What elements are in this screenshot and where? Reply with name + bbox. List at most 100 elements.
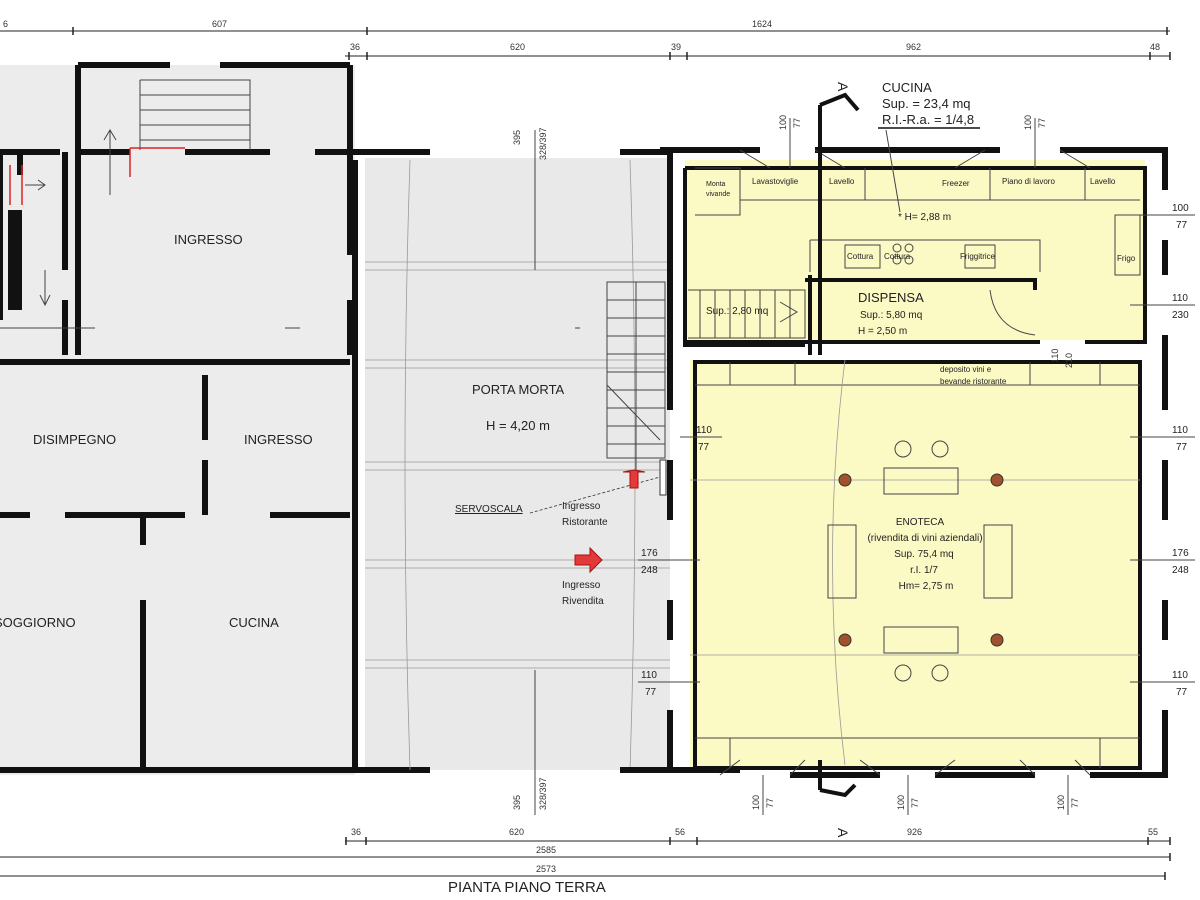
dim-label: 1624 <box>752 19 772 29</box>
chairs <box>894 440 949 682</box>
dim-label: 55 <box>1148 827 1158 837</box>
dim-label: 39 <box>671 42 681 52</box>
top-dimensions: 6 607 1624 36 620 39 962 48 <box>0 19 1171 60</box>
servoscala-label: SERVOSCALA <box>455 504 523 515</box>
kitchen-area: Sup. = 23,4 mq <box>882 96 971 111</box>
section-marker-bottom: A <box>818 760 857 838</box>
porta-morta-fill <box>365 158 670 770</box>
section-label: A <box>835 82 851 92</box>
opening-dim: 110 <box>1172 293 1188 304</box>
opening-dim: 77 <box>1070 798 1080 808</box>
opening-dim: 230 <box>1172 310 1189 321</box>
columns <box>838 473 1004 647</box>
opening-dim: 77 <box>698 442 710 453</box>
room-label-ingresso: INGRESSO <box>244 432 313 447</box>
table <box>883 467 959 495</box>
opening-dim: 176 <box>641 548 658 559</box>
opening-dim: 248 <box>641 565 658 576</box>
opening-dim: 395 <box>512 795 522 810</box>
arrow-up-icon <box>622 469 646 489</box>
opening-dim: 77 <box>1176 442 1188 453</box>
bottom-dimensions: 36 620 56 926 55 2585 2573 PIANTA PIANO … <box>0 827 1171 896</box>
opening-dimensions: 100 77 100 77 100 77 100 77 100 77 100 7… <box>638 115 1195 815</box>
opening-dim: 100 <box>896 795 906 810</box>
opening-dim: 77 <box>1037 118 1047 128</box>
room-label-ingresso: INGRESSO <box>174 232 243 247</box>
stair-area: Sup.: 2,80 mq <box>706 306 768 317</box>
dim-label: 6 <box>3 19 8 29</box>
enoteca-area: Sup. 75,4 mq <box>894 549 953 560</box>
fixture-label: vivande <box>706 191 730 198</box>
fixture-label: Frigo <box>1117 254 1136 263</box>
opening-dim: 77 <box>910 798 920 808</box>
table <box>883 626 959 654</box>
dim-label: 36 <box>351 827 361 837</box>
left-building-fill <box>0 65 355 775</box>
display-shelf <box>827 524 857 599</box>
opening-dim: 100 <box>751 795 761 810</box>
storage-label: bevande ristorante <box>940 377 1007 386</box>
fixture-label: Lavastoviglie <box>752 177 799 186</box>
kitchen-fill <box>685 160 1145 340</box>
opening-dim: 100 <box>1056 795 1066 810</box>
dim-label: 962 <box>906 42 921 52</box>
opening-dim: 110 <box>641 670 657 681</box>
dim-label: 56 <box>675 827 685 837</box>
pantry-area: Sup.: 5,80 mq <box>860 310 922 321</box>
storage-label: deposito vini e <box>940 365 992 374</box>
opening-dim: 100 <box>1023 115 1033 130</box>
section-label: A <box>835 828 851 838</box>
room-label-cucina: CUCINA <box>882 80 932 95</box>
fixture-label: Cottura <box>847 252 874 261</box>
room-label-cucina: CUCINA <box>229 615 279 630</box>
opening-dim: 328/397 <box>538 777 548 810</box>
opening-dim: 100 <box>778 115 788 130</box>
fixture-label: Freezer <box>942 179 970 188</box>
section-marker-top: A <box>818 82 860 355</box>
entrance-label: Rivendita <box>562 596 604 607</box>
porta-morta-structure: 395 328/397 395 328/397 PORTA MORTA H = … <box>365 127 670 815</box>
room-label-soggiorno: SOGGIORNO <box>0 615 76 630</box>
opening-dim: 248 <box>1172 565 1189 576</box>
enoteca-ratio: r.I. 1/7 <box>910 565 938 576</box>
enoteca-labels: ENOTECA (rivendita di vini aziendali) Su… <box>867 517 982 592</box>
fixture-label: Lavello <box>1090 177 1116 186</box>
fixture-label: Monta <box>706 181 726 188</box>
opening-dim: 77 <box>1176 687 1188 698</box>
opening-dim: 176 <box>1172 548 1189 559</box>
enoteca-fill <box>690 360 1142 768</box>
dim-label: 2573 <box>536 864 556 874</box>
left-room-labels: INGRESSO DISIMPEGNO INGRESSO SOGGIORNO C… <box>0 232 313 630</box>
display-shelf <box>983 524 1013 599</box>
room-label-disimpegno: DISIMPEGNO <box>33 432 116 447</box>
opening-dim: 77 <box>645 687 657 698</box>
entrance-label: Ingresso <box>562 580 601 591</box>
fixture-label: Cottura <box>884 252 911 261</box>
fixture-label: Friggitrice <box>960 252 996 261</box>
dim-label: 48 <box>1150 42 1160 52</box>
dim-label: 36 <box>350 42 360 52</box>
enoteca-subtitle: (rivendita di vini aziendali) <box>867 533 982 544</box>
stairlift <box>659 459 667 496</box>
fixture-label: Piano di lavoro <box>1002 177 1055 186</box>
entrance-label: Ristorante <box>562 517 608 528</box>
stair-block <box>8 210 22 310</box>
enoteca-height: Hm= 2,75 m <box>899 581 954 592</box>
dim-label: 926 <box>907 827 922 837</box>
opening-dim: 100 <box>1172 203 1189 214</box>
opening-dim: 110 <box>1172 670 1188 681</box>
room-label-porta-morta: PORTA MORTA <box>472 382 565 397</box>
dim-label: 620 <box>509 827 524 837</box>
opening-dim: 110 <box>696 425 712 436</box>
room-label-dispensa: DISPENSA <box>858 290 924 305</box>
drawing-title: PIANTA PIANO TERRA <box>448 879 606 896</box>
opening-dim: 77 <box>765 798 775 808</box>
fixture-label: Lavello <box>829 177 855 186</box>
opening-dim: 110 <box>1172 425 1188 436</box>
porta-morta-height: H = 4,20 m <box>486 418 550 433</box>
entrance-label: Ingresso <box>562 501 601 512</box>
opening-dim: 77 <box>792 118 802 128</box>
door-dim: 210 <box>1064 353 1074 368</box>
kitchen-labels: CUCINA Sup. = 23,4 mq R.I.-R.a. = 1/4,8 … <box>706 80 1136 386</box>
kitchen-ratio: R.I.-R.a. = 1/4,8 <box>882 112 974 127</box>
